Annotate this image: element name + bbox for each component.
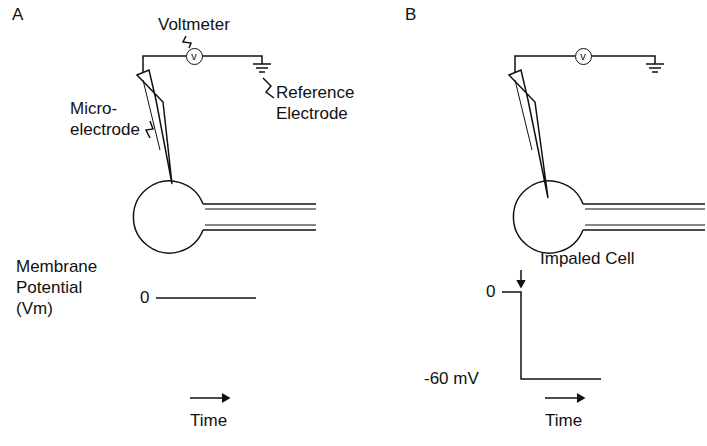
- impale-arrow: [517, 270, 525, 287]
- ground-symbol: [646, 64, 664, 72]
- neuron-cell: [133, 181, 316, 253]
- leader-line: [183, 36, 191, 48]
- axis-label: Time: [190, 410, 227, 431]
- event-label: Impaled Cell: [540, 248, 635, 269]
- part-label: Micro- electrode: [70, 98, 152, 140]
- microelectrode: [509, 70, 548, 198]
- axis-label: Time: [545, 410, 582, 431]
- axis-value: 0: [486, 281, 495, 302]
- axis-label: Membrane Potential (Vm): [16, 256, 100, 319]
- panel-letter: A: [12, 4, 23, 25]
- wire: [591, 56, 655, 64]
- wire: [515, 56, 575, 72]
- part-label: Voltmeter: [158, 14, 230, 35]
- leader-line: [146, 121, 153, 138]
- part-label: Reference Electrode: [276, 82, 372, 124]
- microelectrode: [137, 70, 172, 184]
- neuron-cell: [513, 181, 705, 253]
- potential-trace: [156, 297, 256, 299]
- voltmeter-circle: v: [575, 48, 592, 65]
- voltmeter-circle: v: [186, 48, 203, 65]
- panel-letter: B: [405, 4, 416, 25]
- voltmeter-symbol: v: [191, 51, 197, 62]
- time-arrow: [545, 394, 584, 402]
- axis-value: 0: [140, 287, 149, 308]
- voltmeter-symbol: v: [580, 51, 586, 62]
- leader-line: [263, 78, 274, 98]
- ground-symbol: [253, 64, 271, 72]
- time-arrow: [190, 394, 229, 402]
- wire: [202, 56, 262, 64]
- axis-value: -60 mV: [424, 368, 479, 389]
- potential-trace: [502, 292, 601, 379]
